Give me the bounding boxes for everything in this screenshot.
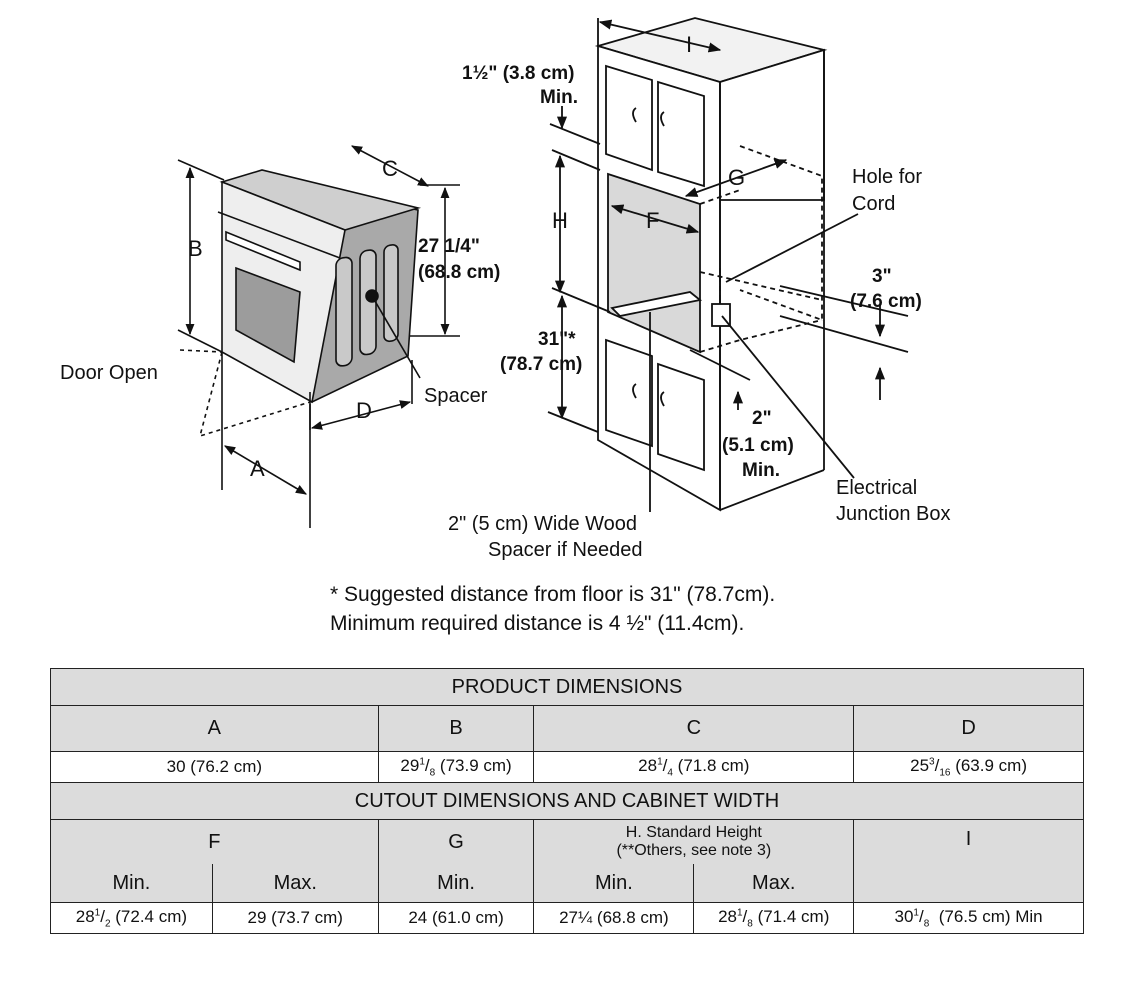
label-junction-box-2: Junction Box xyxy=(836,503,951,525)
footnote-line-2: Minimum required distance is 4 ½" (11.4c… xyxy=(330,612,745,635)
label-oven-height-2: (68.8 cm) xyxy=(418,262,500,283)
oven-drawing xyxy=(177,145,460,528)
cutout-sub-h-max: Max. xyxy=(693,864,855,903)
letter-c: C xyxy=(382,156,398,181)
label-spacer: Spacer xyxy=(424,385,488,407)
cutout-dimensions-title: CUTOUT DIMENSIONS AND CABINET WIDTH xyxy=(50,782,1084,820)
product-value-b: 291/8 (73.9 cm) xyxy=(377,751,535,783)
label-hole-for-cord-2: Cord xyxy=(852,193,895,215)
dimensions-table: PRODUCT DIMENSIONS A B C D 30 (76.2 cm) … xyxy=(50,668,1084,934)
product-header-b: B xyxy=(377,705,535,752)
cutout-sub-f-max: Max. xyxy=(211,864,379,903)
product-header-c: C xyxy=(533,705,855,752)
cutout-value-f-max: 29 (73.7 cm) xyxy=(211,902,379,934)
cutout-header-f: F xyxy=(50,819,379,864)
label-oven-height-1: 27 1/4" xyxy=(418,236,480,257)
cutout-header-g: G xyxy=(377,819,535,864)
product-header-d: D xyxy=(853,705,1084,752)
label-three-inch-2: (7.6 cm) xyxy=(850,291,922,312)
label-door-open: Door Open xyxy=(60,362,158,384)
cutout-sub-f-min: Min. xyxy=(50,864,213,903)
label-top-clearance-2: Min. xyxy=(540,87,578,108)
product-value-c: 281/4 (71.8 cm) xyxy=(533,751,855,783)
installation-diagram: Door Open Spacer B C D A 27 1/4" (68.8 c… xyxy=(60,17,951,561)
cutout-value-h-min: 27¼ (68.8 cm) xyxy=(533,902,695,934)
label-floor-height-1: 31"* xyxy=(538,329,576,350)
cabinet-drawing xyxy=(547,17,909,512)
cutout-value-h-max: 281/8 (71.4 cm) xyxy=(693,902,855,934)
letter-a: A xyxy=(250,456,265,481)
label-two-inch-1: 2" xyxy=(752,408,772,429)
cutout-header-i: I xyxy=(853,819,1084,903)
letter-g: G xyxy=(728,165,745,190)
label-two-inch-3: Min. xyxy=(742,460,780,481)
label-wood-spacer-2: Spacer if Needed xyxy=(488,539,643,561)
product-value-d: 253/16 (63.9 cm) xyxy=(853,751,1084,783)
label-two-inch-2: (5.1 cm) xyxy=(722,435,794,456)
label-top-clearance-1: 1½" (3.8 cm) xyxy=(462,63,575,84)
cutout-value-i: 301/8 (76.5 cm) Min xyxy=(853,902,1084,934)
letter-b: B xyxy=(188,236,203,261)
cutout-sub-h-min: Min. xyxy=(533,864,695,903)
label-three-inch-1: 3" xyxy=(872,266,892,287)
product-header-a: A xyxy=(50,705,379,752)
letter-f: F xyxy=(646,208,659,233)
label-hole-for-cord-1: Hole for xyxy=(852,166,922,188)
label-junction-box-1: Electrical xyxy=(836,477,917,499)
product-dimensions-title: PRODUCT DIMENSIONS xyxy=(50,668,1084,706)
cutout-header-h: H. Standard Height (**Others, see note 3… xyxy=(533,819,855,864)
footnotes: * Suggested distance from floor is 31" (… xyxy=(330,580,775,638)
label-wood-spacer-1: 2" (5 cm) Wide Wood xyxy=(448,513,637,535)
letter-d: D xyxy=(356,398,372,423)
label-floor-height-2: (78.7 cm) xyxy=(500,354,582,375)
letter-h: H xyxy=(552,208,568,233)
product-value-a: 30 (76.2 cm) xyxy=(50,751,379,783)
cutout-value-g-min: 24 (61.0 cm) xyxy=(377,902,535,934)
cutout-sub-g-min: Min. xyxy=(377,864,535,903)
letter-i: I xyxy=(686,32,692,57)
footnote-line-1: * Suggested distance from floor is 31" (… xyxy=(330,583,776,606)
cutout-value-f-min: 281/2 (72.4 cm) xyxy=(50,902,213,934)
